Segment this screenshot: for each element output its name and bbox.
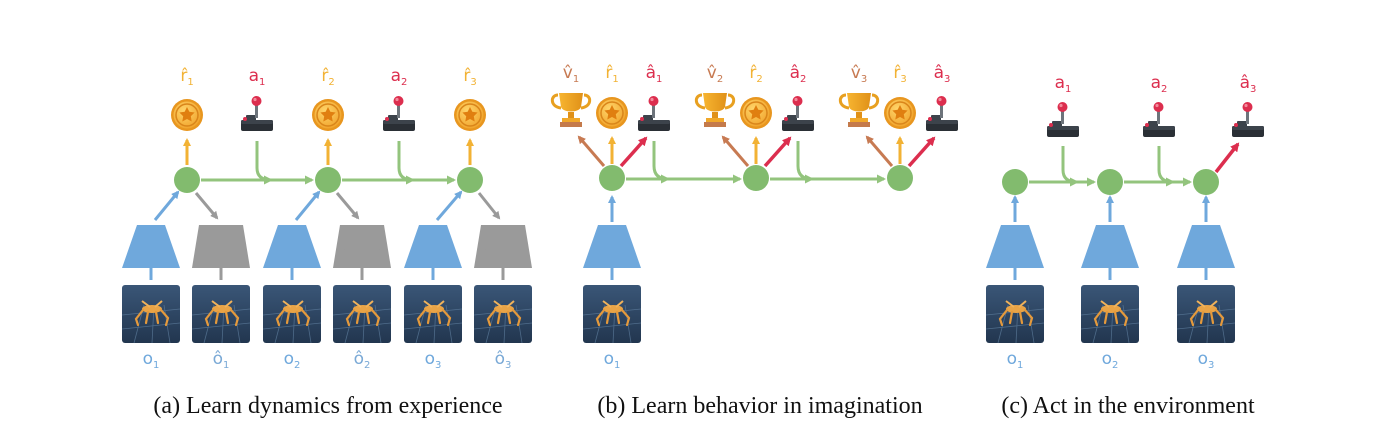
joystick-icon xyxy=(383,96,415,131)
encoder-trapezoid xyxy=(986,225,1044,268)
reward-label: r̂2 xyxy=(749,63,762,85)
observation-label: ô3 xyxy=(495,349,512,371)
reward-coin-star-icon xyxy=(311,98,345,132)
trophy-icon xyxy=(838,91,880,129)
latent-state-node xyxy=(887,165,913,191)
joystick-icon xyxy=(241,96,273,131)
reward-coin-star-icon xyxy=(739,96,773,130)
trophy-icon xyxy=(550,91,592,129)
policy-arrow xyxy=(907,136,936,168)
reward-label: r̂3 xyxy=(893,63,906,85)
action-label: â1 xyxy=(646,63,663,85)
action-input-line xyxy=(1157,146,1175,187)
latent-state-node xyxy=(743,165,769,191)
decoder-trapezoid-inner xyxy=(199,225,243,268)
observation-frame xyxy=(581,283,643,345)
observation-label: o1 xyxy=(604,349,621,371)
caption-c: (c) Act in the environment xyxy=(1001,393,1255,419)
encode-arrow xyxy=(435,190,463,221)
policy-arrow xyxy=(619,136,648,168)
reward-coin-star-icon xyxy=(883,96,917,130)
encoder-trapezoid xyxy=(1177,225,1235,268)
decoder-trapezoid-inner xyxy=(481,225,525,268)
value-arrow xyxy=(577,135,606,167)
observation-frame xyxy=(1175,283,1237,345)
reward-coin-star-icon xyxy=(170,98,204,132)
action-label: a2 xyxy=(391,66,408,88)
latent-state-node xyxy=(1002,169,1028,195)
joystick-icon xyxy=(638,96,670,131)
reconstruction-frame xyxy=(472,283,534,345)
encoder-trapezoid xyxy=(263,225,321,268)
action-input-line xyxy=(397,141,415,185)
observation-label: o3 xyxy=(425,349,442,371)
action-input-line xyxy=(652,141,670,184)
encoder-trapezoid xyxy=(1081,225,1139,268)
reward-coin-star-icon xyxy=(595,96,629,130)
action-input-line xyxy=(255,141,273,185)
decode-arrow xyxy=(194,192,219,220)
reward-label: r̂3 xyxy=(463,66,476,88)
joystick-icon xyxy=(1047,102,1079,137)
action-label: â3 xyxy=(1240,73,1257,95)
observation-frame xyxy=(261,283,323,345)
observation-label: o2 xyxy=(284,349,301,371)
joystick-icon xyxy=(926,96,958,131)
caption-a: (a) Learn dynamics from experience xyxy=(153,393,502,419)
observation-label: ô2 xyxy=(354,349,371,371)
reward-label: r̂1 xyxy=(605,63,618,85)
latent-state-node xyxy=(457,167,483,193)
observation-frame xyxy=(120,283,182,345)
observation-frame xyxy=(984,283,1046,345)
encode-arrow xyxy=(294,190,321,221)
encoder-trapezoid xyxy=(583,225,641,268)
encoder-trapezoid xyxy=(404,225,462,268)
reward-coin-star-icon xyxy=(453,98,487,132)
observation-label: o1 xyxy=(143,349,160,371)
latent-state-node xyxy=(315,167,341,193)
policy-arrow xyxy=(1214,142,1240,174)
joystick-icon xyxy=(782,96,814,131)
encode-arrow xyxy=(153,190,180,221)
observation-label: o1 xyxy=(1007,349,1024,371)
caption-b: (b) Learn behavior in imagination xyxy=(597,393,922,419)
action-label: â2 xyxy=(790,63,807,85)
action-input-line xyxy=(796,141,814,184)
value-label: v̂3 xyxy=(851,63,867,85)
decoder-trapezoid-inner xyxy=(340,225,384,268)
action-label: a2 xyxy=(1151,73,1168,95)
trophy-icon xyxy=(694,91,736,129)
value-label: v̂1 xyxy=(563,63,579,85)
reconstruction-frame xyxy=(331,283,393,345)
policy-arrow xyxy=(763,136,792,168)
action-label: â3 xyxy=(934,63,951,85)
latent-state-node xyxy=(174,167,200,193)
decode-arrow xyxy=(477,192,501,220)
observation-label: ô1 xyxy=(213,349,230,371)
encoder-trapezoid xyxy=(122,225,180,268)
action-label: a1 xyxy=(1055,73,1072,95)
reward-label: r̂1 xyxy=(180,66,193,88)
latent-state-node xyxy=(1097,169,1123,195)
decode-arrow xyxy=(335,192,360,220)
latent-state-node xyxy=(599,165,625,191)
latent-state-node xyxy=(1193,169,1219,195)
joystick-icon xyxy=(1143,102,1175,137)
action-label: a1 xyxy=(249,66,266,88)
reconstruction-frame xyxy=(190,283,252,345)
observation-label: o3 xyxy=(1198,349,1215,371)
value-label: v̂2 xyxy=(707,63,723,85)
reward-label: r̂2 xyxy=(321,66,334,88)
value-arrow xyxy=(865,135,894,167)
value-arrow xyxy=(721,135,750,167)
joystick-icon xyxy=(1232,102,1264,137)
action-input-line xyxy=(1061,146,1079,187)
observation-label: o2 xyxy=(1102,349,1119,371)
observation-frame xyxy=(1079,283,1141,345)
observation-frame xyxy=(402,283,464,345)
